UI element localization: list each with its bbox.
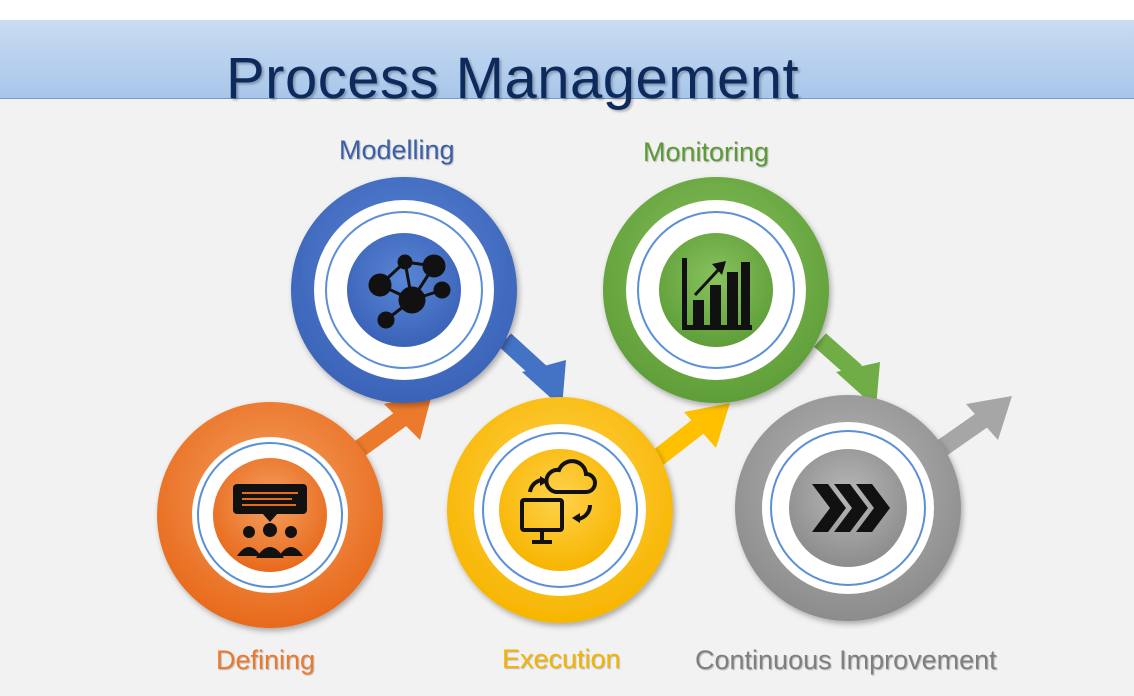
step-defining — [157, 402, 383, 628]
icon-disc-improvement — [789, 449, 907, 567]
title-banner: Process Management — [0, 20, 1134, 111]
label-modelling: Modelling — [339, 135, 455, 165]
computer-cloud-sync-icon — [520, 459, 597, 544]
step-monitoring — [603, 177, 829, 403]
arrow-improvement-out — [936, 396, 1012, 456]
label-monitoring: Monitoring — [643, 137, 770, 167]
triple-chevron-right-icon — [812, 484, 890, 532]
label-continuous-improvement: Continuous Improvement — [695, 645, 997, 675]
arrow-modelling-to-execution — [498, 333, 566, 408]
network-people-icon — [368, 254, 451, 329]
step-modelling — [291, 177, 517, 403]
arrow-defining-to-modelling — [349, 394, 432, 460]
bar-chart-growth-icon — [682, 258, 752, 330]
label-execution: Execution — [502, 644, 621, 674]
arrow-execution-to-monitoring — [649, 403, 730, 468]
top-white-strip — [0, 0, 1134, 20]
page-title: Process Management — [226, 46, 800, 111]
step-execution — [447, 397, 673, 623]
step-continuous-improvement — [735, 395, 961, 621]
meeting-presentation-icon — [233, 484, 307, 558]
label-defining: Defining — [216, 645, 316, 675]
arrow-monitoring-to-improvement — [814, 333, 880, 408]
